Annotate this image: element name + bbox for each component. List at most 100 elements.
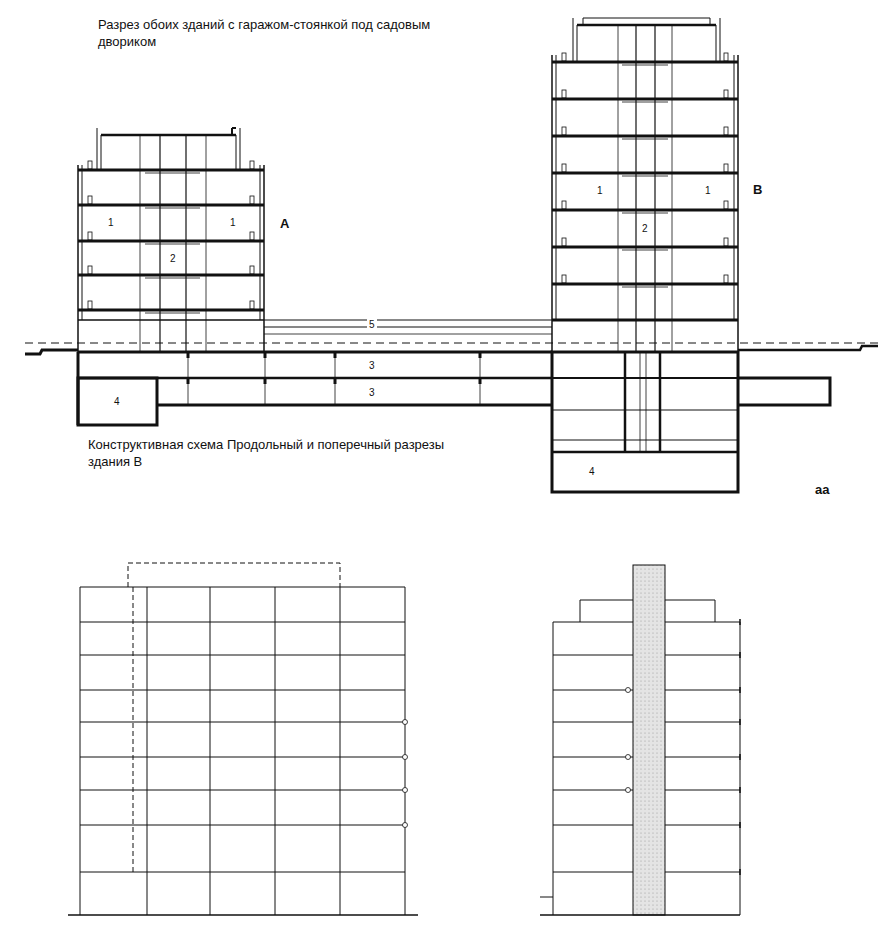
line: [739, 687, 741, 693]
sill-mark: [562, 53, 566, 61]
outline: [552, 352, 738, 492]
line: [665, 655, 740, 656]
line: [739, 719, 741, 725]
line: [231, 128, 233, 135]
line: [739, 754, 741, 760]
line: [552, 410, 738, 411]
joint-symbol: [403, 823, 408, 828]
line: [553, 622, 633, 623]
line: [80, 587, 405, 588]
drawing-caption: Конструктивная схема Продольный и попере…: [88, 436, 488, 470]
line: [236, 135, 237, 170]
line: [739, 619, 741, 625]
line: [264, 352, 267, 358]
line: [101, 134, 236, 137]
line: [68, 914, 418, 916]
line: [340, 587, 341, 915]
room-number: 2: [640, 223, 650, 234]
sill-mark: [250, 266, 254, 274]
line: [635, 25, 636, 352]
line: [275, 587, 276, 915]
line: [80, 587, 81, 915]
room-number: 2: [168, 253, 178, 264]
line: [720, 18, 721, 62]
line: [622, 176, 668, 177]
line: [553, 690, 633, 691]
line: [405, 587, 406, 915]
line: [80, 825, 405, 826]
line: [665, 622, 740, 623]
line: [665, 825, 740, 826]
outline: [738, 346, 878, 350]
joint-symbol: [626, 688, 631, 693]
sill-mark: [724, 90, 728, 98]
line: [78, 169, 264, 172]
line: [552, 246, 738, 249]
line: [147, 587, 148, 915]
sill-mark: [724, 201, 728, 209]
line: [264, 320, 552, 321]
line: [552, 61, 738, 64]
line: [240, 128, 241, 170]
line: [480, 352, 481, 405]
line: [739, 822, 741, 828]
line: [622, 213, 668, 214]
line: [145, 313, 200, 314]
sill-mark: [562, 90, 566, 98]
line: [553, 622, 554, 915]
joint-symbol: [403, 788, 408, 793]
line: [80, 757, 405, 758]
line: [646, 352, 647, 452]
sill-mark: [250, 301, 254, 309]
sill-mark: [562, 201, 566, 209]
line: [739, 787, 741, 793]
line: [264, 334, 552, 335]
line: [622, 65, 668, 66]
sill-mark: [724, 127, 728, 135]
line: [553, 825, 633, 826]
sill-mark: [88, 232, 92, 240]
sill-mark: [724, 53, 728, 61]
sill-mark: [562, 275, 566, 283]
line: [622, 102, 668, 103]
line: [145, 244, 200, 245]
line: [659, 352, 662, 452]
outline: [128, 563, 340, 587]
sill-mark: [562, 238, 566, 246]
room-number: 1: [106, 217, 116, 228]
outline: [583, 18, 710, 25]
sill-mark: [250, 196, 254, 204]
line: [553, 722, 633, 723]
line: [97, 128, 98, 170]
sill-mark: [88, 301, 92, 309]
line: [133, 587, 134, 872]
outline: [665, 600, 715, 622]
line: [654, 25, 655, 352]
line: [552, 377, 738, 379]
line: [552, 209, 738, 212]
room-number: 4: [587, 466, 597, 477]
line: [25, 343, 878, 344]
joint-symbol: [626, 755, 631, 760]
sill-mark: [250, 161, 254, 169]
room-number: 3: [367, 387, 377, 398]
line: [624, 352, 627, 452]
line: [335, 352, 336, 405]
joint-symbol: [626, 788, 631, 793]
line: [739, 652, 741, 658]
line: [577, 25, 578, 62]
line: [553, 757, 633, 758]
linework: [25, 18, 878, 915]
line: [553, 872, 633, 873]
sill-mark: [724, 164, 728, 172]
line: [187, 378, 190, 384]
line: [740, 622, 741, 915]
sill-mark: [88, 196, 92, 204]
line: [665, 757, 740, 758]
building-letter: B: [751, 183, 764, 197]
line: [77, 165, 79, 352]
line: [552, 451, 738, 454]
outline: [738, 378, 830, 405]
line: [640, 352, 641, 452]
